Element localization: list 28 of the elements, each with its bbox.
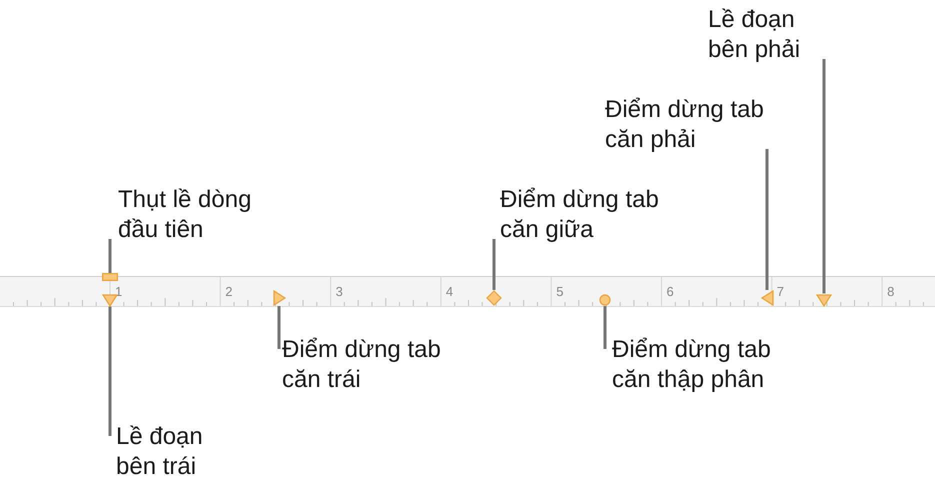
indent-marker [102, 273, 118, 281]
ruler-number: 8 [887, 284, 894, 299]
leader-line [604, 306, 606, 349]
triangle-marker [102, 294, 118, 306]
callout-label: Lề đoạn bên trái [116, 422, 236, 482]
leader-line [492, 239, 496, 290]
ruler-number: 3 [336, 284, 343, 299]
ruler-number: 5 [556, 284, 564, 299]
leader-line [278, 306, 280, 349]
callout-label: Điểm dừng tab căn thập phân [612, 335, 802, 395]
callout-label: Điểm dừng tab căn giữa [500, 185, 700, 245]
ruler-number: 2 [225, 284, 233, 299]
callout-label: Thụt lề dòng đầu tiên [118, 185, 298, 245]
leader-line [822, 59, 826, 294]
ruler-number: 4 [446, 284, 454, 299]
triangle-marker [272, 290, 286, 306]
diamond-marker [486, 290, 502, 306]
leader-line [108, 239, 112, 273]
callout-label: Lề đoạn bên phải [708, 5, 828, 65]
triangle-marker [816, 294, 832, 306]
leader-line [108, 306, 112, 436]
ruler-number: 6 [666, 284, 674, 299]
triangle-marker [760, 290, 774, 306]
circle-marker [599, 294, 611, 306]
leader-line [766, 149, 768, 290]
ruler-number: 7 [776, 284, 784, 299]
callout-label: Điểm dừng tab căn trái [282, 335, 467, 395]
callout-label: Điểm dừng tab căn phải [605, 95, 775, 155]
